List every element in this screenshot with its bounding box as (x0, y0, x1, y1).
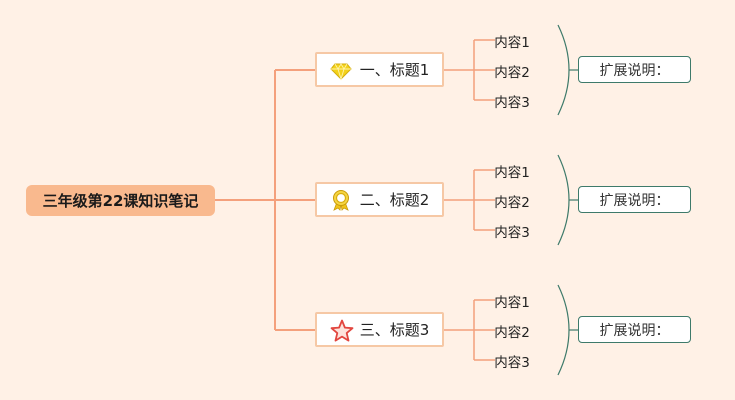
branch-topic-label: 二、标题2 (359, 191, 430, 209)
summary-note-1[interactable]: 扩展说明： (578, 56, 691, 83)
root-topic[interactable]: 三年级第22课知识笔记 (26, 185, 215, 216)
subtopic-item[interactable]: 内容2 (494, 195, 530, 211)
subtopic-item[interactable]: 内容2 (494, 325, 530, 341)
branch-topic-label: 三、标题3 (359, 321, 430, 339)
summary-bracket-1 (557, 24, 570, 116)
summary-note-label: 扩展说明： (599, 192, 670, 209)
summary-bracket-3 (557, 284, 570, 376)
diamond-icon (330, 59, 352, 81)
connector-leaves-2 (444, 169, 495, 231)
branch-topic-3[interactable]: 三、标题3 (315, 312, 444, 347)
branch-topic-1[interactable]: 一、标题1 (315, 52, 444, 87)
summary-note-label: 扩展说明： (599, 62, 670, 79)
connector-leaves-1 (444, 39, 495, 101)
summary-note-label: 扩展说明： (599, 322, 670, 339)
star-icon (330, 319, 354, 341)
medal-icon (330, 189, 352, 211)
subtopic-item[interactable]: 内容1 (494, 295, 530, 311)
subtopic-item[interactable]: 内容3 (494, 95, 530, 111)
subtopic-item[interactable]: 内容1 (494, 165, 530, 181)
summary-note-3[interactable]: 扩展说明： (578, 316, 691, 343)
connector-leaves-3 (444, 299, 495, 361)
summary-note-2[interactable]: 扩展说明： (578, 186, 691, 213)
subtopic-item[interactable]: 内容2 (494, 65, 530, 81)
subtopic-item[interactable]: 内容3 (494, 225, 530, 241)
branch-topic-2[interactable]: 二、标题2 (315, 182, 444, 217)
subtopic-item[interactable]: 内容1 (494, 35, 530, 51)
branch-topic-label: 一、标题1 (359, 61, 430, 79)
summary-bracket-2 (557, 154, 570, 246)
subtopic-item[interactable]: 内容3 (494, 355, 530, 371)
root-topic-label: 三年级第22课知识笔记 (42, 192, 199, 210)
